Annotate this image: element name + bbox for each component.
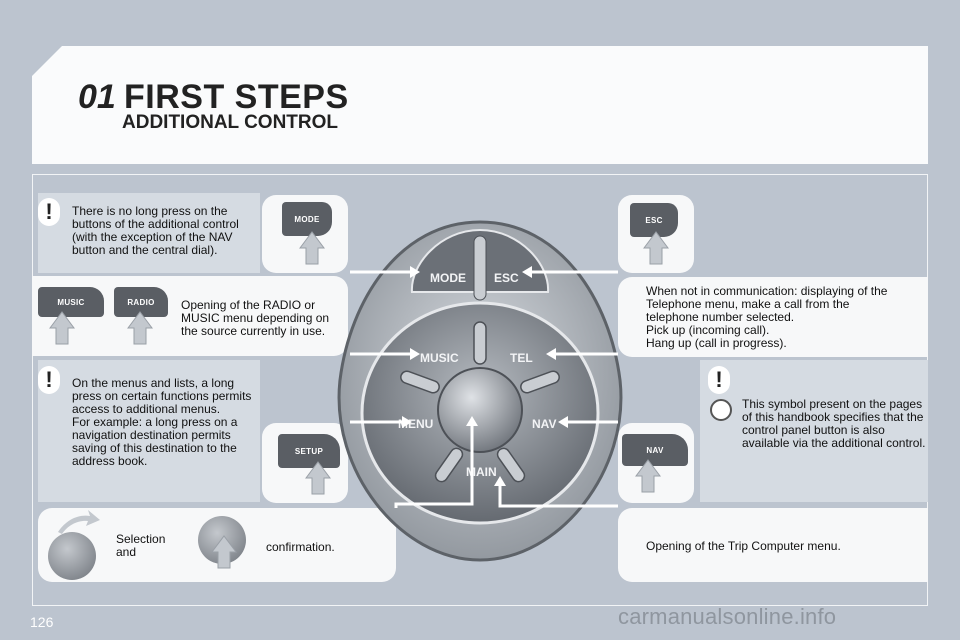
note-cell-telephone <box>618 277 928 357</box>
note-long-press: On the menus and lists, a long press on … <box>72 376 252 468</box>
callout-line-dial <box>394 424 474 508</box>
mode-key-icon: MODE <box>282 202 332 236</box>
arrowhead-music-icon <box>410 348 420 360</box>
control-spoke-lower-left <box>434 447 464 483</box>
press-arrow-setup-icon <box>305 461 331 495</box>
note-cell-no-long-press <box>38 193 260 273</box>
press-arrow-radio-icon <box>127 311 153 345</box>
chapter-title: FIRST STEPS <box>124 78 349 116</box>
section-title: ADDITIONAL CONTROL <box>122 112 339 133</box>
control-symbol-icon <box>710 399 732 421</box>
control-label-nav: NAV <box>532 417 556 431</box>
callout-line-main <box>498 482 618 508</box>
exclamation-warning-icon: ! <box>38 198 60 226</box>
arrowhead-dial-icon <box>466 416 478 426</box>
control-label-esc: ESC <box>494 271 519 285</box>
note-telephone: When not in communication: displaying of… <box>646 284 888 350</box>
chapter-number: 01 <box>78 78 116 116</box>
exclamation-warning-icon: ! <box>708 366 730 394</box>
watermark: carmanualsonline.info <box>618 604 837 629</box>
control-spoke-right <box>520 370 560 394</box>
note-selection: Selection and <box>116 532 166 559</box>
note-cell-symbol <box>700 360 928 502</box>
exclamation-warning-icon: ! <box>38 366 60 394</box>
rotate-arrow-icon <box>58 510 100 534</box>
note-trip-computer: Opening of the Trip Computer menu. <box>646 539 841 553</box>
note-no-long-press: There is no long press on the buttons of… <box>72 204 239 257</box>
arrowhead-esc-icon <box>522 266 532 278</box>
control-spoke-left <box>400 370 440 394</box>
press-arrow-music-icon <box>49 311 75 345</box>
nav-key-icon: NAV <box>622 434 688 466</box>
note-cell-trip-computer <box>618 508 928 582</box>
control-central-dial <box>437 367 523 453</box>
arrowhead-main-icon <box>494 476 506 486</box>
arrowhead-menu-icon <box>402 416 412 428</box>
control-spoke-top <box>473 321 487 365</box>
arrowhead-tel-icon <box>546 348 556 360</box>
dial-rotate-icon <box>48 532 96 580</box>
note-radio-music: Opening of the RADIO or MUSIC menu depen… <box>181 298 330 338</box>
note-confirmation: confirmation. <box>266 540 335 554</box>
note-symbol: This symbol present on the pages of this… <box>742 397 926 450</box>
control-label-mode: MODE <box>430 271 466 285</box>
press-arrow-nav-icon <box>635 459 661 493</box>
music-key-icon: MUSIC <box>38 287 104 317</box>
setup-key-icon: SETUP <box>278 434 340 468</box>
note-cell-long-press <box>38 360 260 502</box>
arrowhead-nav-icon <box>558 416 568 428</box>
esc-key-icon: ESC <box>630 203 678 237</box>
control-mode-esc-divider <box>473 235 487 301</box>
page-number: 126 <box>30 614 54 630</box>
press-arrow-esc-icon <box>643 231 669 265</box>
control-label-music: MUSIC <box>420 351 459 365</box>
control-label-main: MAIN <box>466 465 497 479</box>
press-arrow-mode-icon <box>299 231 325 265</box>
control-spoke-lower-right <box>496 447 526 483</box>
control-label-tel: TEL <box>510 351 533 365</box>
press-arrow-dial-icon <box>211 535 237 569</box>
radio-key-icon: RADIO <box>114 287 168 317</box>
header-card <box>32 46 928 164</box>
arrowhead-mode-icon <box>410 266 420 278</box>
